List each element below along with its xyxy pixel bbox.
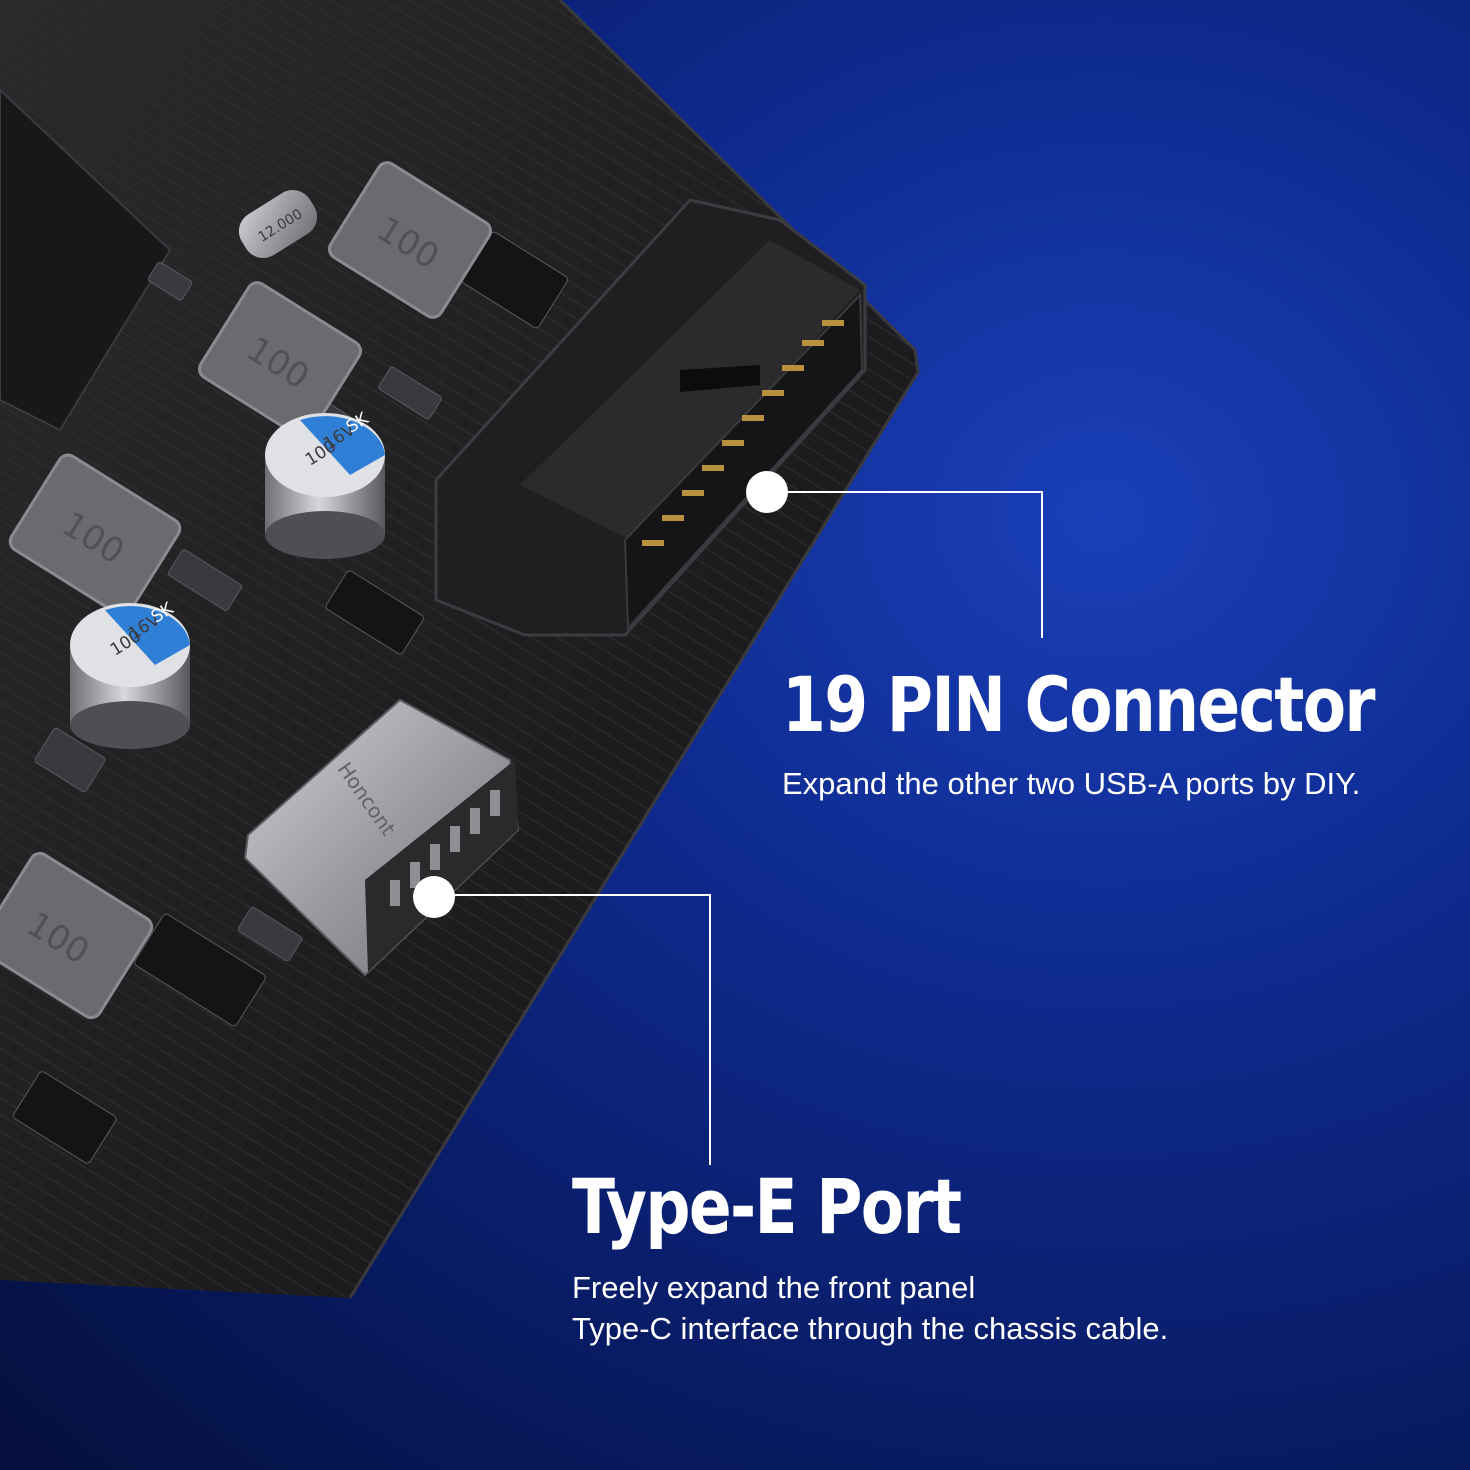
callout-lines	[434, 491, 1043, 1165]
pin-connector-leader-line	[767, 491, 1043, 638]
19-pin-connector	[434, 198, 867, 637]
capacitors: 100 16V SK 100 16V SK	[70, 408, 385, 749]
type-e-port: Honcont	[243, 698, 520, 977]
smd-components	[13, 231, 569, 1164]
type-e-marker	[413, 876, 455, 918]
type-e-description-line2: Type-C interface through the chassis cab…	[572, 1311, 1169, 1346]
type-e-leader-line	[434, 894, 711, 1165]
port-contacts	[390, 790, 500, 906]
capacitor-2: 100 16V SK	[70, 598, 190, 749]
header-pins	[642, 320, 844, 546]
crystal-oscillator: 12.000	[238, 190, 318, 258]
capacitor-1: 100 16V SK	[265, 408, 385, 559]
type-e-title: Type-E Port	[572, 1162, 962, 1251]
pin-connector-marker	[746, 471, 788, 513]
pin-connector-description: Expand the other two USB-A ports by DIY.	[782, 766, 1361, 801]
pin-connector-title: 19 PIN Connector	[782, 660, 1376, 749]
inductors: 100 100 100 100	[0, 161, 492, 1020]
type-e-description-line1: Freely expand the front panel	[572, 1270, 976, 1305]
controller-chip	[0, 88, 172, 432]
